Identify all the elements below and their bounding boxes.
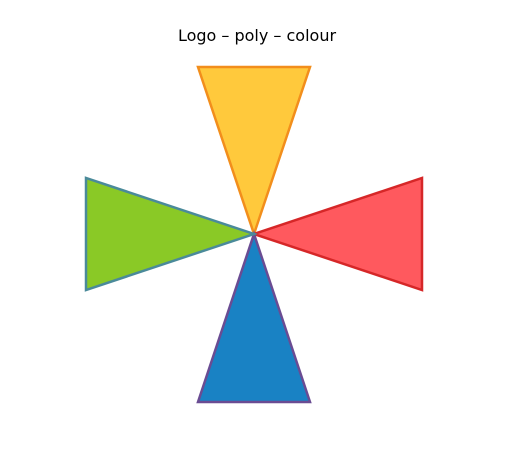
- triangle-left: [84, 176, 258, 292]
- triangle-bottom: [196, 230, 312, 404]
- triangle-right: [250, 176, 424, 292]
- triangle-top: [196, 65, 312, 238]
- figure-title: Logo – poly – colour: [177, 26, 337, 45]
